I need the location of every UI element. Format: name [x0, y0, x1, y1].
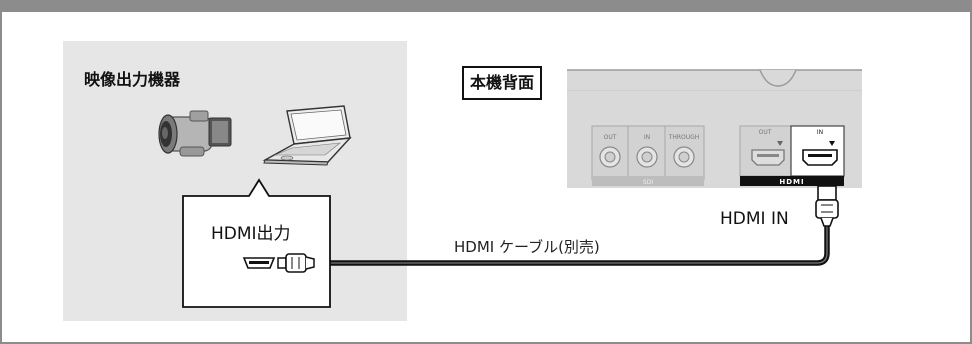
hdmi-plug-icon: [815, 185, 839, 227]
hdmi-in-port-icon: [802, 149, 838, 166]
hdmi-output-callout: [182, 178, 331, 308]
sdi-port-label: IN: [644, 134, 650, 141]
source-device-title: 映像出力機器: [84, 70, 181, 89]
sdi-out-connector: [599, 146, 621, 168]
hdmi-output-label: HDMI出力: [211, 224, 291, 244]
hdmi-out-label: OUT: [759, 129, 772, 136]
sdi-in-connector: [636, 146, 658, 168]
sdi-port-label: OUT: [604, 134, 617, 141]
hdmi-in-label: IN: [817, 129, 823, 136]
sdi-port-label: THROUGH: [668, 134, 700, 141]
laptop-icon: [262, 105, 352, 166]
unit-rear-title: 本機背面: [462, 66, 543, 100]
sdi-connector-group: OUT IN THROUGH SDI: [591, 125, 705, 186]
sdi-group-label: SDI: [643, 179, 653, 186]
hdmi-cable-label: HDMI ケーブル(別売): [454, 238, 600, 256]
camcorder-icon: [158, 110, 232, 157]
hdmi-cable: [318, 226, 830, 266]
hdmi-in-label-text: HDMI IN: [720, 209, 789, 229]
sdi-through-connector: [673, 146, 695, 168]
hdmi-plug-icon: [242, 253, 315, 273]
hdmi-connector-group: OUT IN HDMI: [739, 125, 845, 186]
hdmi-out-port-icon: [751, 149, 785, 166]
hdmi-logo: HDMI: [779, 178, 804, 186]
